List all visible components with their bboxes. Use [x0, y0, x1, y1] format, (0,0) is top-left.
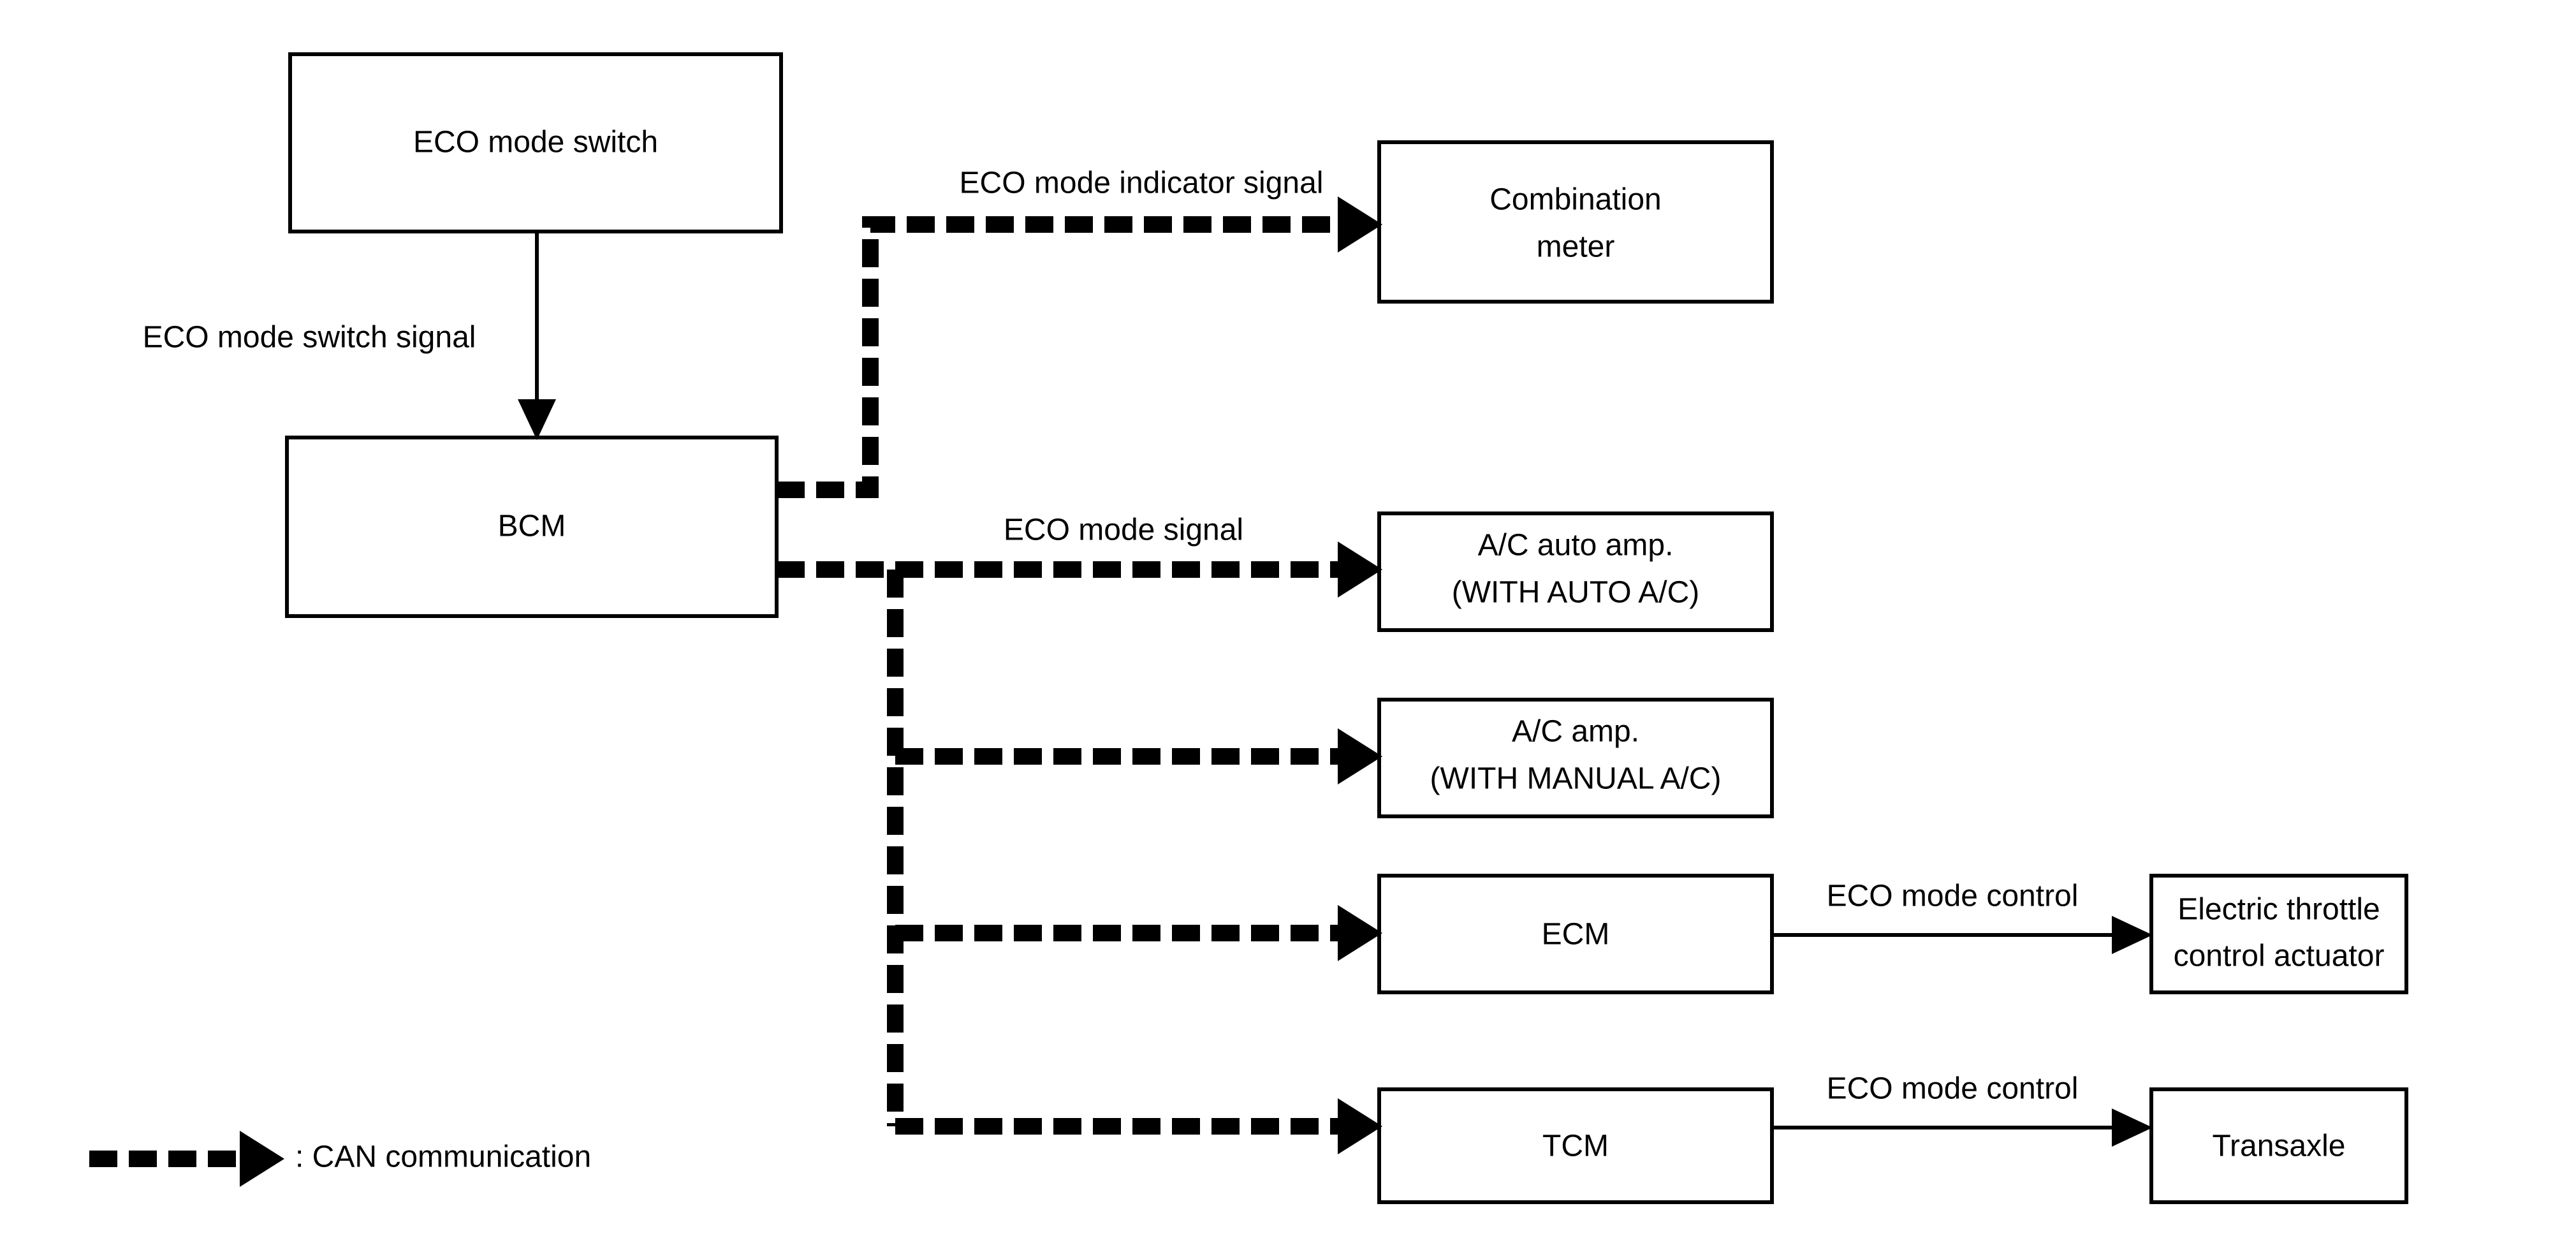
edge-eco-mode-signal-trunk: ECO mode signal: [777, 513, 1382, 1154]
node-label-combination-meter-line1: Combination: [1489, 183, 1661, 217]
arrow-head-bcm-to-ac-auto-amp: [1338, 541, 1382, 598]
arrow-head-branch-to-tcm: [1338, 1098, 1382, 1154]
node-bcm: BCM: [285, 436, 779, 618]
node-box-transaxle: [2149, 1087, 2408, 1204]
arrow-head-bcm-to-combination-meter: [1338, 196, 1382, 253]
node-ecm: ECM: [1377, 874, 1774, 994]
arrow-head-switch-to-bcm: [518, 399, 556, 440]
edge-eco-mode-switch-signal: ECO mode switch signal: [143, 232, 556, 440]
node-label-ecm: ECM: [1542, 918, 1610, 952]
node-label-ac-auto-amp-line2: (WITH AUTO A/C): [1452, 576, 1699, 610]
arrow-head-ecm-to-throttle: [2112, 916, 2153, 954]
node-ac-amp: A/C amp. (WITH MANUAL A/C): [1377, 698, 1774, 818]
edge-label-eco-mode-indicator-signal: ECO mode indicator signal: [960, 166, 1324, 200]
node-box-ecm: [1377, 874, 1774, 994]
node-eco-mode-switch: ECO mode switch: [288, 52, 783, 233]
legend-can-communication: : CAN communication: [89, 1131, 591, 1187]
node-box-eco-mode-switch: [288, 52, 783, 233]
node-label-throttle-line1: Electric throttle: [2177, 893, 2380, 927]
node-ac-auto-amp: A/C auto amp. (WITH AUTO A/C): [1377, 511, 1774, 632]
node-label-throttle-line2: control actuator: [2174, 939, 2385, 973]
node-label-ac-auto-amp-line1: A/C auto amp.: [1478, 529, 1674, 563]
node-label-ac-amp-line2: (WITH MANUAL A/C): [1430, 762, 1722, 796]
edge-ecm-to-throttle: ECO mode control: [1772, 879, 2153, 954]
node-label-eco-mode-switch: ECO mode switch: [413, 126, 658, 159]
edge-label-ecm-to-throttle: ECO mode control: [1827, 879, 2079, 913]
node-label-ac-amp-line1: A/C amp.: [1512, 715, 1639, 749]
node-label-tcm: TCM: [1542, 1129, 1609, 1163]
arrow-head-branch-to-ac-amp: [1338, 728, 1382, 784]
node-box-combination-meter: [1377, 140, 1774, 304]
arrow-head-tcm-to-transaxle: [2112, 1108, 2153, 1147]
edge-line-bcm-to-combination-meter: [777, 216, 1352, 498]
edge-label-eco-mode-switch-signal: ECO mode switch signal: [143, 321, 476, 355]
edge-tcm-to-transaxle: ECO mode control: [1772, 1072, 2153, 1147]
legend-can-arrow-icon: [240, 1131, 284, 1187]
node-label-transaxle: Transaxle: [2213, 1129, 2346, 1163]
node-tcm: TCM: [1377, 1087, 1774, 1204]
node-label-combination-meter-line2: meter: [1537, 230, 1615, 264]
edge-label-eco-mode-signal: ECO mode signal: [1004, 513, 1243, 547]
legend-label-can-communication: : CAN communication: [295, 1140, 591, 1174]
node-label-bcm: BCM: [498, 510, 566, 543]
node-combination-meter: Combination meter: [1377, 140, 1774, 304]
edge-label-tcm-to-transaxle: ECO mode control: [1827, 1072, 2079, 1106]
node-box-ac-auto-amp: [1377, 511, 1774, 632]
node-electric-throttle-control-actuator: Electric throttle control actuator: [2149, 874, 2408, 994]
edge-eco-mode-indicator-signal: ECO mode indicator signal: [777, 166, 1382, 498]
node-box-tcm: [1377, 1087, 1774, 1204]
node-transaxle: Transaxle: [2149, 1087, 2408, 1204]
node-box-bcm: [285, 436, 779, 618]
node-box-electric-throttle-control-actuator: [2149, 874, 2408, 994]
node-box-ac-amp: [1377, 698, 1774, 818]
arrow-head-branch-to-ecm: [1338, 905, 1382, 961]
